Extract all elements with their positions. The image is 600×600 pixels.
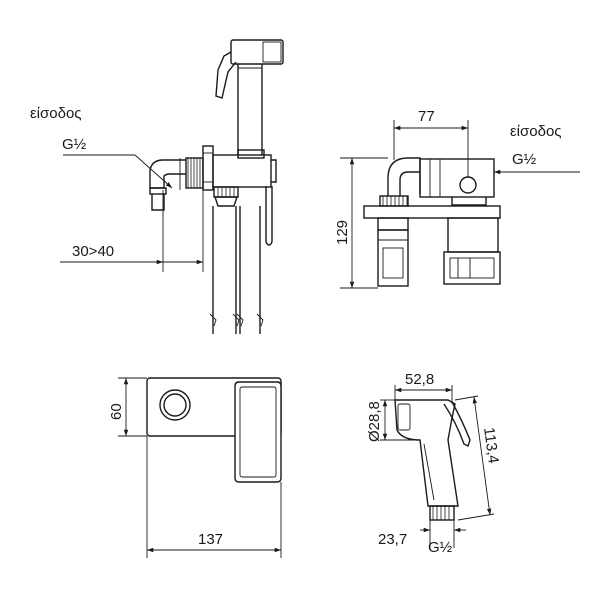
- dim-60-label: 60: [108, 403, 125, 420]
- inlet-label: είσοδος: [30, 105, 82, 122]
- dim-width-label: 52,8: [405, 371, 434, 388]
- inlet-thread-label: G½: [62, 136, 87, 153]
- dim-length-ext-bottom: [457, 513, 495, 521]
- side-view: είσοδος G½ 30>40: [30, 39, 284, 334]
- wall-plate-side: [202, 145, 214, 191]
- thread-label-handshower: G½: [428, 539, 453, 556]
- dim-137-label: 137: [198, 531, 223, 548]
- dim-length-label: 113,4: [480, 426, 502, 464]
- inlet-thread-side: [149, 157, 204, 211]
- body-front: [419, 158, 495, 206]
- holder-side: [212, 149, 277, 246]
- right-connector-front: [443, 217, 501, 285]
- inlet-leader-arrow: [134, 154, 173, 189]
- dim-length-line: [472, 396, 492, 516]
- hoses-side: [209, 206, 264, 334]
- left-connector-front: [377, 217, 409, 287]
- inlet-thread-label-front: G½: [512, 151, 537, 168]
- dim-base-label: 23,7: [378, 531, 407, 548]
- handshower-side: [215, 39, 284, 155]
- dim-129-label: 129: [334, 220, 351, 245]
- dim-77-label: 77: [418, 108, 435, 125]
- dim-length-ext-top: [454, 395, 479, 401]
- elbow-front: [379, 157, 421, 207]
- dim-diameter-label: Ø28,8: [366, 401, 383, 442]
- front-view: 77 129 είσοδος G½: [334, 108, 580, 289]
- inlet-label-front: είσοδος: [510, 123, 562, 140]
- plate-view: 60 137: [108, 377, 282, 558]
- handshower-view: Ø28,8 52,8 113,4 23,7 G½: [366, 371, 502, 556]
- wall-depth-label: 30>40: [72, 243, 114, 260]
- wall-plate-front: [363, 205, 501, 219]
